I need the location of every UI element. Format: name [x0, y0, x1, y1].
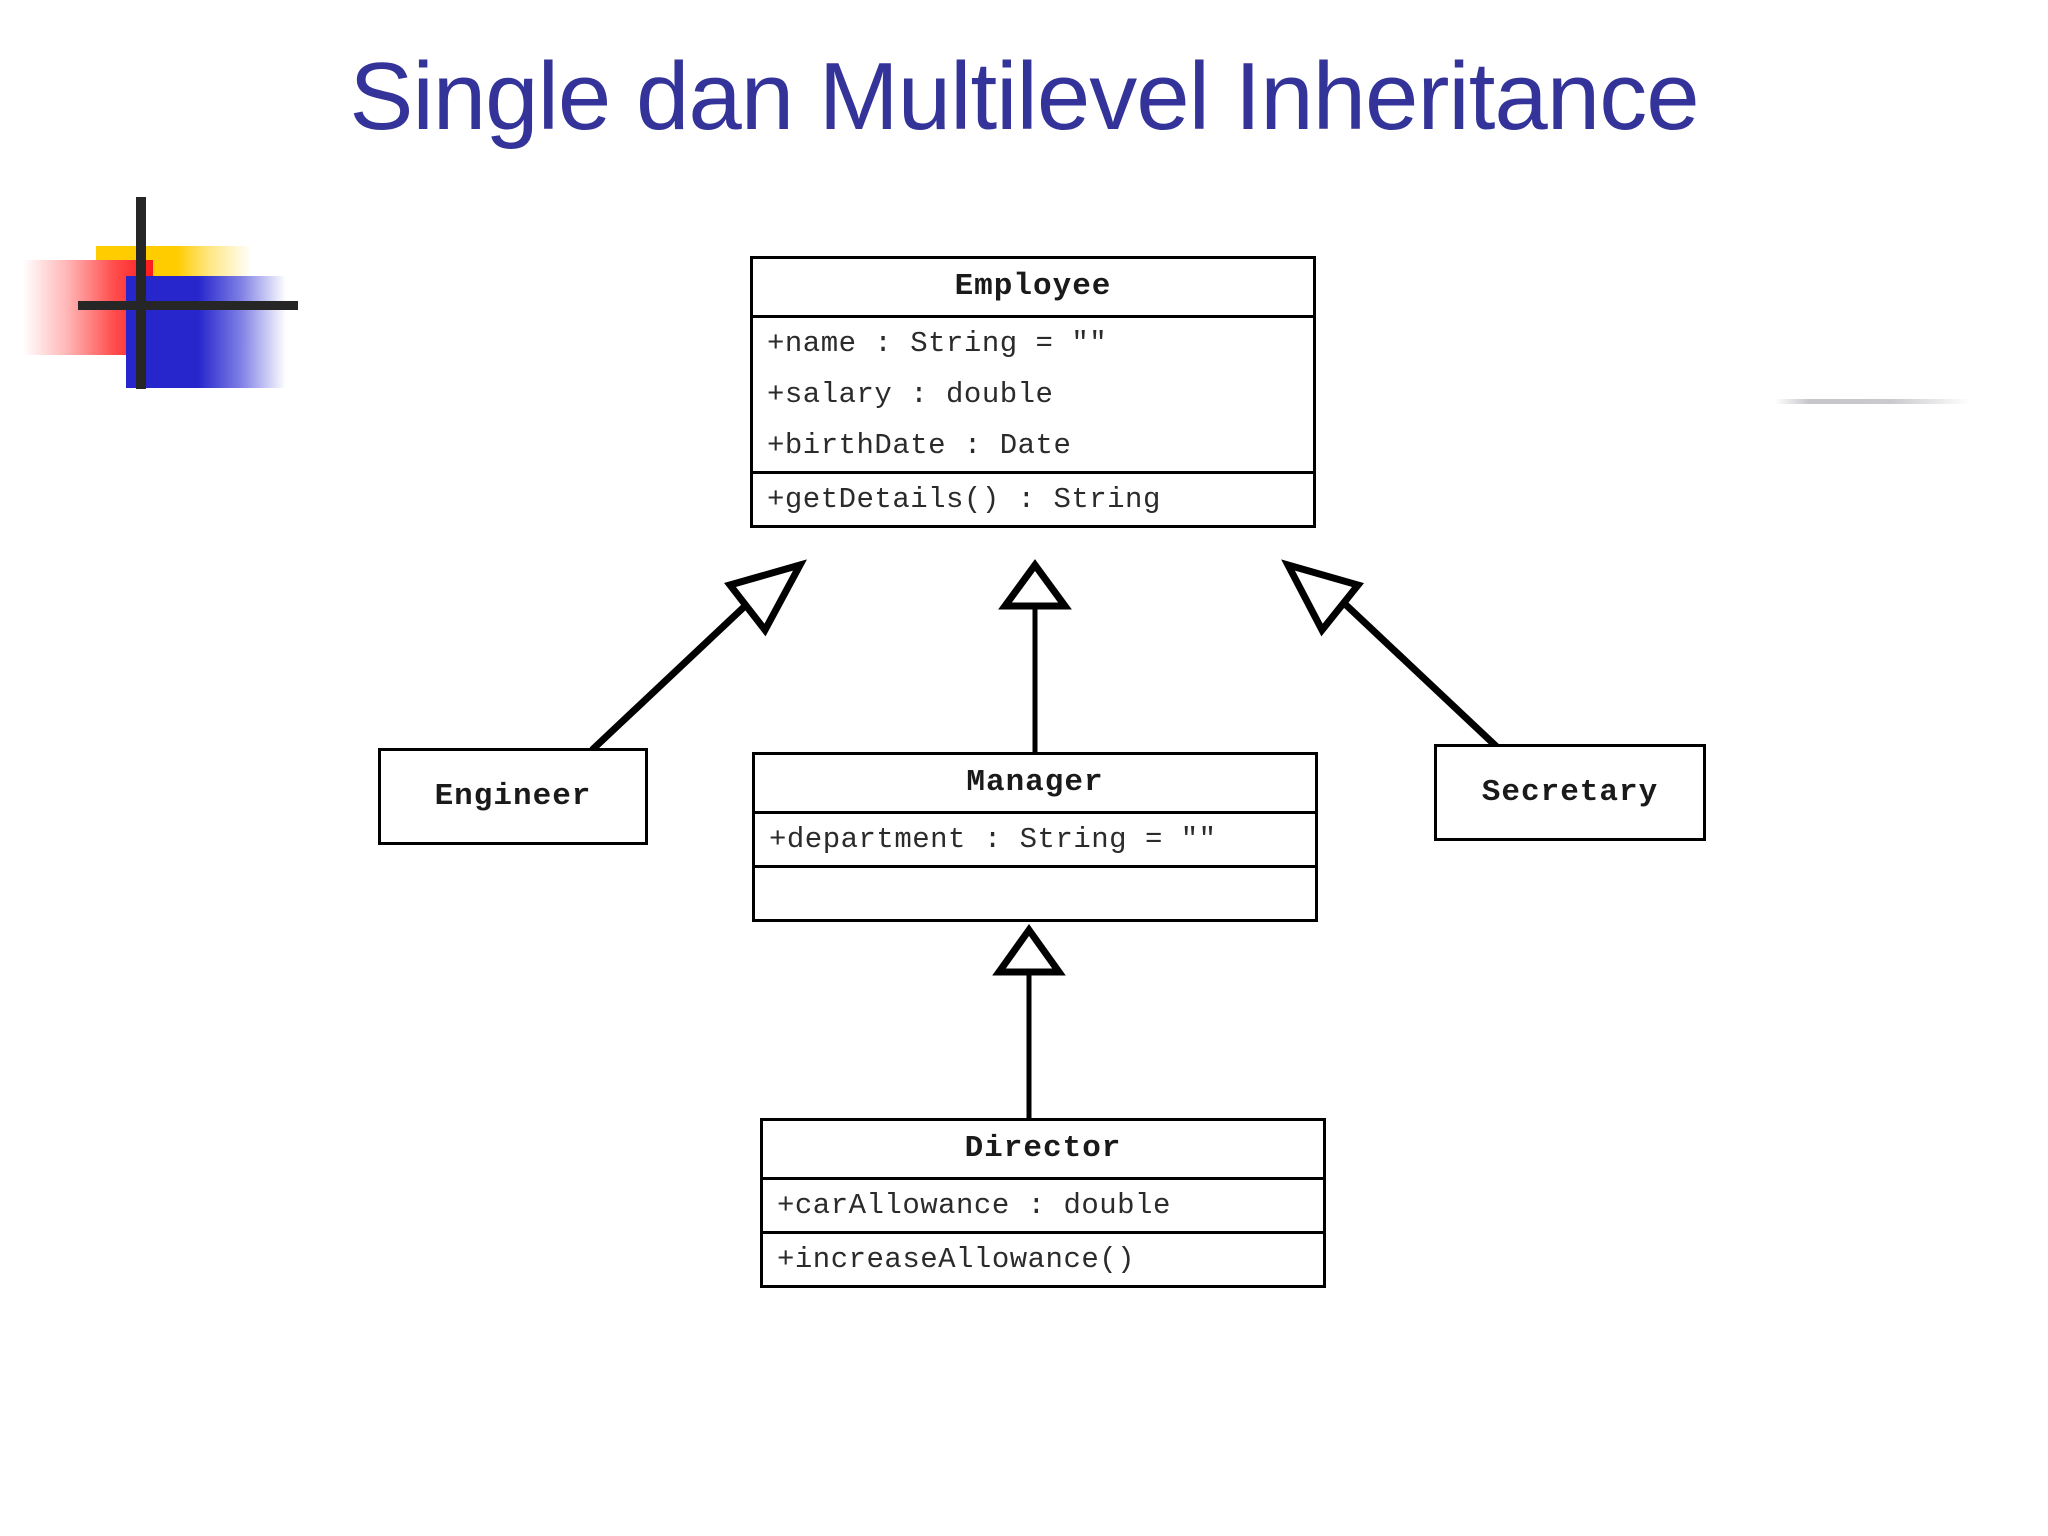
class-name-secretary: Secretary	[1481, 775, 1659, 810]
mondrian-squares-logo	[18, 182, 338, 462]
uml-class-secretary[interactable]: Secretary	[1434, 744, 1706, 841]
logo-blue-square	[126, 276, 286, 388]
class-methods: +increaseAllowance()	[763, 1231, 1323, 1285]
class-header: Director	[763, 1121, 1323, 1177]
generalization-secretary-to-employee	[1281, 559, 1501, 751]
class-methods	[755, 865, 1315, 919]
logo-vertical-bar	[136, 197, 146, 389]
class-header: Manager	[755, 755, 1315, 811]
uml-class-director[interactable]: Director +carAllowance : double +increas…	[760, 1118, 1326, 1288]
attribute-row: +department : String = ""	[769, 823, 1217, 856]
generalization-manager-to-employee	[998, 559, 1072, 752]
method-row: +getDetails() : String	[767, 483, 1161, 516]
generalization-director-to-manager	[992, 923, 1066, 1118]
logo-horizontal-bar	[78, 301, 298, 310]
class-header: Secretary	[1437, 747, 1703, 838]
class-attributes: +name : String = "" +salary : double +bi…	[753, 315, 1313, 471]
attribute-row: +name : String = ""	[767, 327, 1108, 360]
class-methods: +getDetails() : String	[753, 471, 1313, 525]
class-name-employee: Employee	[954, 269, 1112, 304]
decorative-rule	[1775, 399, 1970, 404]
attribute-row: +salary : double	[767, 378, 1054, 411]
class-header: Employee	[753, 259, 1313, 315]
class-name-engineer: Engineer	[434, 779, 592, 814]
class-attributes: +carAllowance : double	[763, 1177, 1323, 1231]
attribute-row: +carAllowance : double	[777, 1189, 1171, 1222]
class-header: Engineer	[381, 751, 645, 842]
attribute-row: +birthDate : Date	[767, 429, 1072, 462]
method-row-empty	[755, 868, 1315, 919]
page-title: Single dan Multilevel Inheritance	[349, 43, 1699, 150]
method-row: +increaseAllowance()	[777, 1243, 1136, 1276]
uml-class-employee[interactable]: Employee +name : String = "" +salary : d…	[750, 256, 1316, 528]
class-attributes: +department : String = ""	[755, 811, 1315, 865]
class-name-manager: Manager	[966, 765, 1104, 800]
class-name-director: Director	[964, 1131, 1122, 1166]
uml-class-manager[interactable]: Manager +department : String = ""	[752, 752, 1318, 922]
uml-class-engineer[interactable]: Engineer	[378, 748, 648, 845]
generalization-engineer-to-employee	[589, 559, 808, 753]
